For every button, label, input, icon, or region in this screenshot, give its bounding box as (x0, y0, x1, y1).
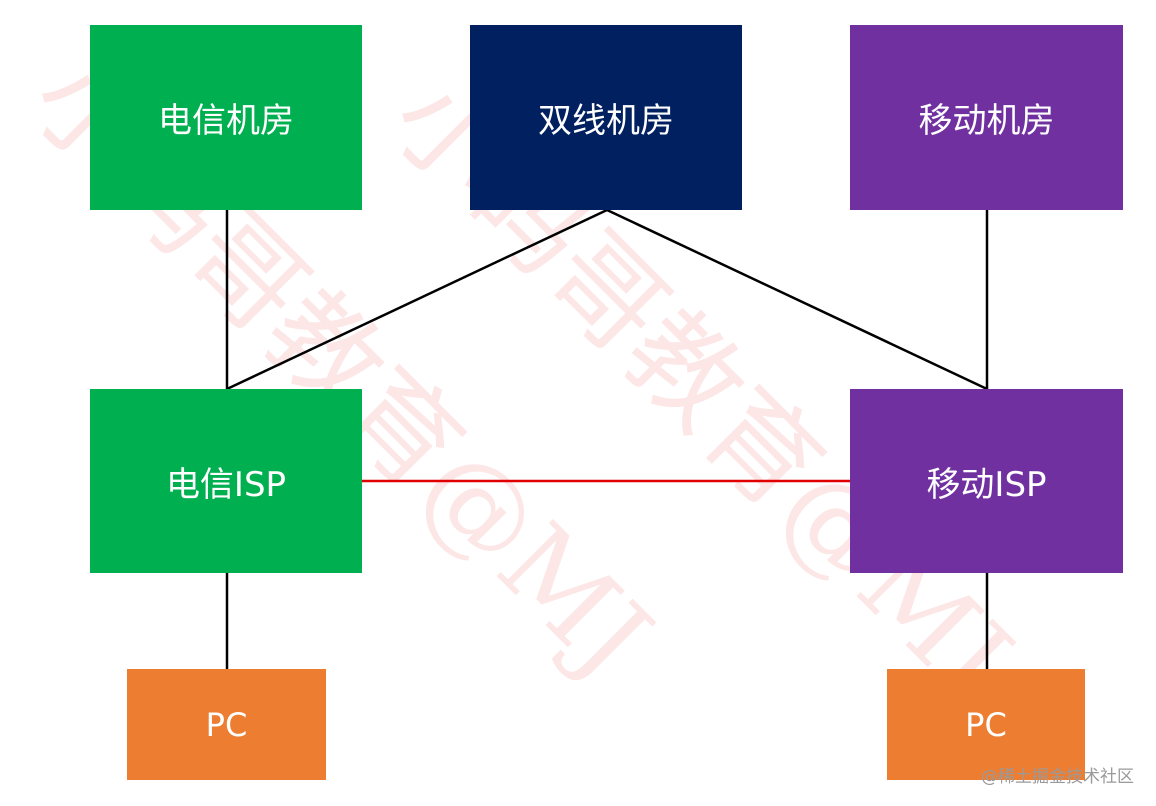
dual-line-datacenter-node: 双线机房 (470, 25, 742, 210)
node-label: 双线机房 (538, 101, 674, 141)
node-label: PC (205, 705, 248, 744)
node-label: 移动机房 (918, 101, 1055, 141)
node-label: 移动ISP (926, 464, 1047, 505)
node-label: PC (965, 705, 1007, 744)
telecom-datacenter-node: 电信机房 (90, 25, 362, 210)
mobile-isp-node: 移动ISP (850, 389, 1123, 573)
node-label: 电信ISP (165, 464, 287, 505)
pc-right-node: PC (887, 669, 1085, 780)
telecom-isp-node: 电信ISP (90, 389, 362, 573)
mobile-datacenter-node: 移动机房 (850, 25, 1123, 210)
credit-text: @稀土掘金技术社区 (981, 767, 1134, 787)
pc-left-node: PC (127, 669, 326, 780)
node-label: 电信机房 (158, 101, 294, 141)
link-dual-telecom-isp (226, 208, 608, 391)
link-dual-mobile-isp (606, 208, 988, 391)
